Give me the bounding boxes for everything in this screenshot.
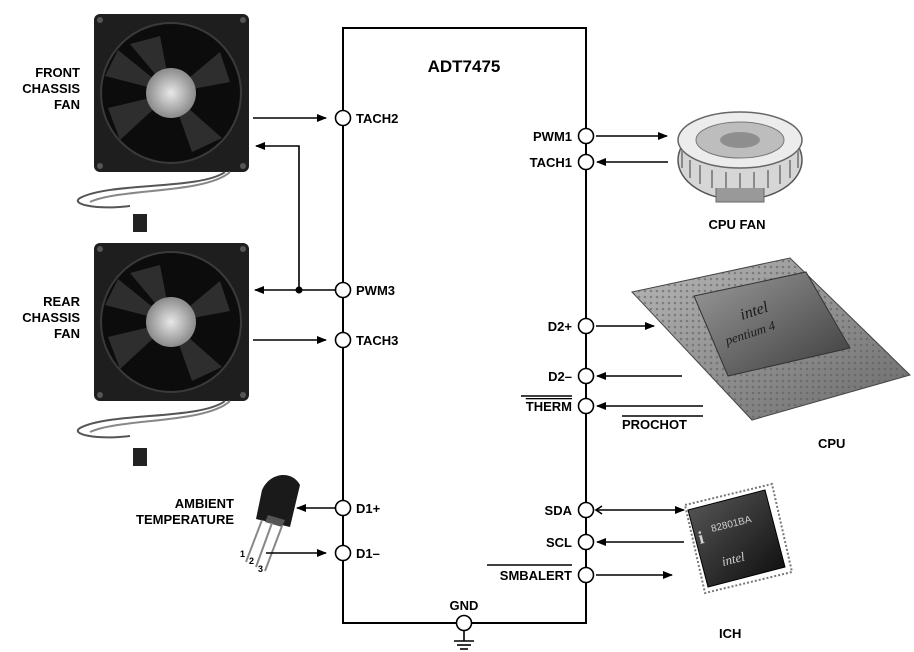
pin-sda (579, 503, 594, 518)
cpu-label: CPU (818, 436, 845, 451)
ich-label: ICH (719, 626, 741, 641)
pin-label-sda: SDA (545, 503, 573, 518)
cpu-fan-label: CPU FAN (708, 217, 765, 232)
transistor-pin-1: 1 (240, 549, 245, 559)
pin-tach2 (336, 111, 351, 126)
cpu-fan-heatsink-image (678, 112, 802, 202)
front-fan-label-2: CHASSIS (22, 81, 80, 96)
pin-d2plus (579, 319, 594, 334)
rear-fan-label-1: REAR (43, 294, 80, 309)
rear-fan-label-2: CHASSIS (22, 310, 80, 325)
pin-label-scl: SCL (546, 535, 572, 550)
rear-chassis-fan-image (78, 243, 249, 466)
cpu-image: intel pentium 4 (632, 258, 910, 420)
pin-label-therm: THERM (526, 399, 572, 414)
pin-tach3 (336, 333, 351, 348)
pin-label-d1minus: D1– (356, 546, 380, 561)
ich-chip-image: 82801BA i intel (685, 484, 792, 593)
temperature-transistor-image (246, 475, 300, 571)
pin-label-tach1: TACH1 (530, 155, 572, 170)
junction-dot (296, 287, 303, 294)
prochot-label: PROCHOT (622, 417, 687, 432)
pin-smbalert (579, 568, 594, 583)
pin-d1minus (336, 546, 351, 561)
pin-label-tach2: TACH2 (356, 111, 398, 126)
chip-title: ADT7475 (428, 57, 501, 76)
front-fan-label-1: FRONT (35, 65, 80, 80)
front-chassis-fan-image (78, 14, 249, 232)
pin-d2minus (579, 369, 594, 384)
pin-label-d2minus: D2– (548, 369, 572, 384)
pin-label-smbalert: SMBALERT (500, 568, 572, 583)
ambient-label-2: TEMPERATURE (136, 512, 234, 527)
pin-label-pwm1: PWM1 (533, 129, 572, 144)
pin-therm (579, 399, 594, 414)
pin-tach1 (579, 155, 594, 170)
pin-scl (579, 535, 594, 550)
front-fan-label-3: FAN (54, 97, 80, 112)
transistor-pin-3: 3 (258, 564, 263, 574)
pin-d1plus (336, 501, 351, 516)
pin-label-tach3: TACH3 (356, 333, 398, 348)
pin-label-pwm3: PWM3 (356, 283, 395, 298)
pin-pwm3 (336, 283, 351, 298)
pin-label-d2plus: D2+ (548, 319, 573, 334)
wire-pwm3-to-front-fan (256, 146, 336, 290)
pin-label-d1plus: D1+ (356, 501, 381, 516)
pin-pwm1 (579, 129, 594, 144)
pin-gnd (457, 616, 472, 631)
gnd-label: GND (450, 598, 479, 613)
transistor-pin-2: 2 (249, 556, 254, 566)
rear-fan-label-3: FAN (54, 326, 80, 341)
ambient-label-1: AMBIENT (175, 496, 234, 511)
